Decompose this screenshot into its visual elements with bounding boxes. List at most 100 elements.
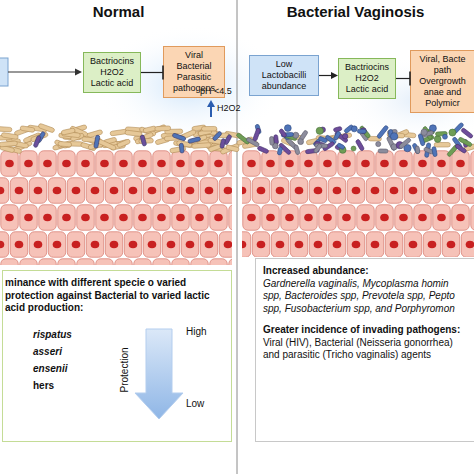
epithelial-cell <box>115 205 132 230</box>
arrow-head <box>75 69 82 76</box>
epithelial-cell <box>242 178 251 203</box>
epithelial-cell <box>300 151 317 176</box>
epithelial-cell <box>162 232 179 257</box>
cell-nucleus <box>100 214 109 222</box>
cell-nucleus <box>314 187 323 195</box>
cell-nucleus <box>418 214 427 222</box>
epithelial-cell <box>243 205 260 230</box>
bacterium <box>357 129 366 133</box>
cell-nucleus <box>399 214 408 222</box>
abundance-box: Low Lactobacilli abundance <box>249 55 319 96</box>
epithelial-cell <box>461 178 474 203</box>
epithelial-cell <box>86 232 103 257</box>
bacterium <box>434 142 450 147</box>
box-text: Viral, Bacte path Overgrowth anae and Po… <box>414 54 471 109</box>
epithelial-cell <box>48 232 65 257</box>
cell-nucleus <box>5 160 14 168</box>
epithelial-cell <box>29 232 46 257</box>
box-text: rispatus <box>33 329 72 342</box>
epithelial-cell <box>271 232 288 257</box>
box-text: Low Lactobacilli abundance <box>256 59 312 92</box>
cell-nucleus <box>91 187 100 195</box>
epithelial-cell <box>347 178 364 203</box>
epithelial-cell <box>48 178 65 203</box>
cell-nucleus <box>323 214 332 222</box>
epithelial-cell <box>309 232 326 257</box>
cell-nucleus <box>342 160 351 168</box>
epithelial-cell <box>134 151 151 176</box>
ph-label: pH <4.5 <box>200 86 232 97</box>
bacterium <box>38 123 55 133</box>
epithelial-cell <box>172 151 189 176</box>
epithelial-cell <box>20 205 37 230</box>
epithelial-cell <box>471 151 474 176</box>
bacterium <box>294 144 301 155</box>
bacterium <box>351 126 357 132</box>
cell-nucleus <box>409 241 418 249</box>
epithelial-cell <box>262 151 279 176</box>
epithelial-cell <box>39 205 56 230</box>
cell-nucleus <box>285 160 294 168</box>
product-box: Bactriocins H2O2 Lactic acid <box>83 52 141 93</box>
epithelial-cell <box>172 259 189 265</box>
epithelial-cell <box>452 151 469 176</box>
epithelial-cell <box>39 151 56 176</box>
box-text: minance with different specie o varied p… <box>5 277 227 315</box>
cell-nucleus <box>295 241 304 249</box>
epithelial-cell <box>200 232 217 257</box>
cell-nucleus <box>214 160 223 168</box>
cell-nucleus <box>466 187 474 195</box>
epithelial-cell <box>134 205 151 230</box>
cropped-box <box>0 58 8 86</box>
epithelial-cell <box>58 205 75 230</box>
cell-nucleus <box>195 214 204 222</box>
cell-nucleus <box>214 214 223 222</box>
epithelial-cell <box>404 178 421 203</box>
bacterium <box>415 146 420 154</box>
cell-nucleus <box>276 187 285 195</box>
epithelial-cell <box>1 259 18 265</box>
cell-nucleus <box>242 187 246 195</box>
epithelial-cell <box>229 205 232 230</box>
cell-nucleus <box>257 187 266 195</box>
cell-nucleus <box>24 160 33 168</box>
bacterium <box>179 143 184 153</box>
connector-line <box>319 75 332 76</box>
epithelial-cell <box>200 178 217 203</box>
epithelial-cell <box>290 178 307 203</box>
epithelial-cell <box>442 232 459 257</box>
connector <box>319 72 338 79</box>
epithelial-cell <box>229 151 232 176</box>
box-text: asseri <box>33 346 62 359</box>
epithelial-cell <box>290 232 307 257</box>
epithelial-cell <box>423 178 440 203</box>
cell-nucleus <box>224 241 232 249</box>
epithelial-cell <box>162 178 179 203</box>
bacteria-layer <box>0 122 474 157</box>
epithelial-cell <box>134 259 151 265</box>
cell-nucleus <box>447 241 456 249</box>
cell-nucleus <box>456 214 465 222</box>
epithelial-cell <box>172 205 189 230</box>
bacterium <box>212 131 222 141</box>
epithelial-cell <box>77 151 94 176</box>
bacterium <box>257 146 269 154</box>
cell-nucleus <box>428 187 437 195</box>
epithelial-cell <box>210 151 227 176</box>
box-text: Viral (HIV), Bacterial (Neisseria gonorr… <box>263 337 470 362</box>
epithelial-cell <box>404 232 421 257</box>
epithelial-cell <box>461 232 474 257</box>
cell-nucleus <box>167 241 176 249</box>
cell-nucleus <box>24 214 33 222</box>
cell-nucleus <box>138 160 147 168</box>
cell-nucleus <box>323 160 332 168</box>
cell-nucleus <box>333 187 342 195</box>
bacterium <box>97 139 117 151</box>
epithelial-cell <box>366 232 383 257</box>
cell-nucleus <box>205 187 214 195</box>
cell-nucleus <box>352 241 361 249</box>
epithelial-cell <box>423 232 440 257</box>
epithelial-cell <box>219 232 232 257</box>
cell-nucleus <box>456 160 465 168</box>
